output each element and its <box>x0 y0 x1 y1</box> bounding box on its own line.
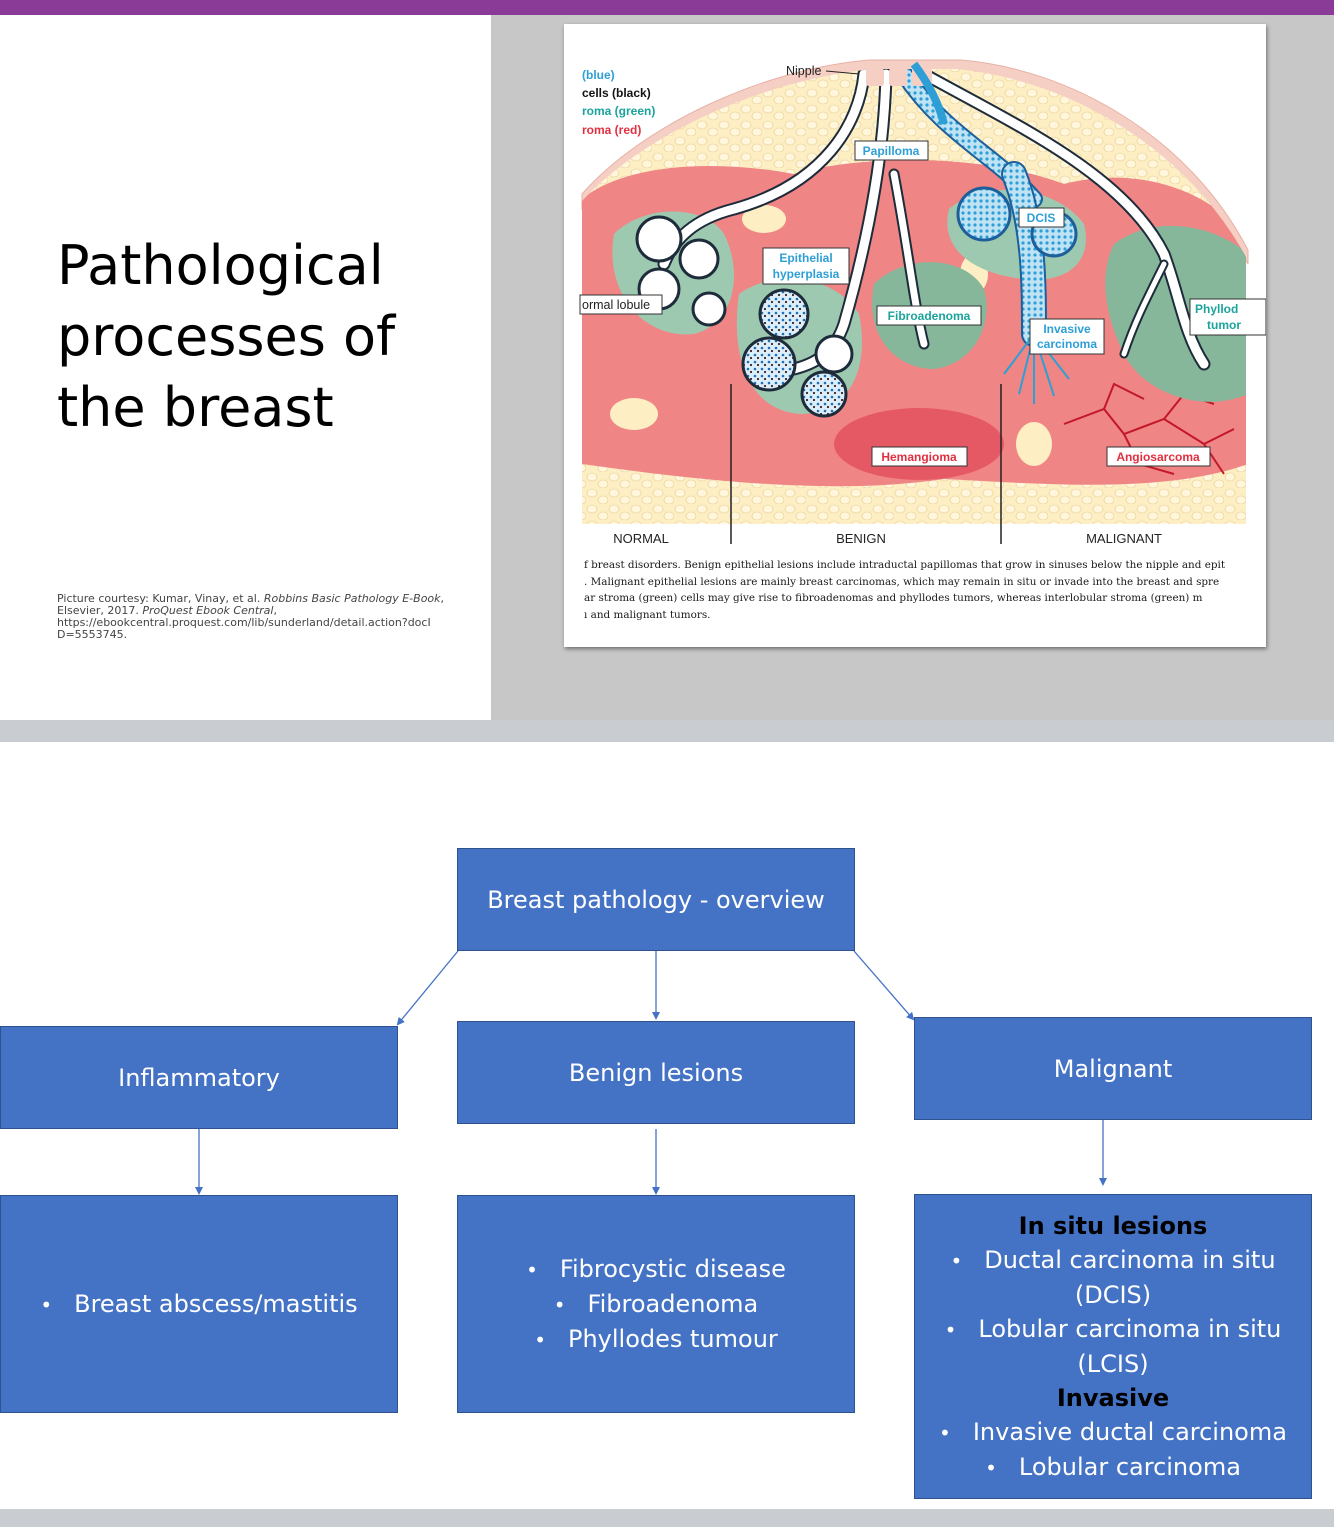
svg-text:Angiosarcoma: Angiosarcoma <box>1116 450 1200 464</box>
label-invasive-carcinoma: Invasive carcinoma <box>1029 318 1105 355</box>
label-dcis: DCIS <box>1018 207 1065 228</box>
label-epithelial-hyperplasia: Epithelial hyperplasia <box>762 247 850 285</box>
svg-text:Invasive: Invasive <box>1043 322 1091 336</box>
benign-items-box: •Fibrocystic disease •Fibroadenoma •Phyl… <box>457 1195 855 1413</box>
breast-pathology-illustration: (blue) cells (black) roma (green) roma (… <box>564 24 1266 647</box>
svg-text:ormal lobule: ormal lobule <box>582 298 650 312</box>
list-item: •Lobular carcinoma <box>985 1452 1241 1481</box>
malignant-list: In situ lesions •Ductal carcinoma in sit… <box>939 1209 1287 1485</box>
svg-text:Epithelial: Epithelial <box>779 251 832 265</box>
svg-text:Hemangioma: Hemangioma <box>881 450 957 464</box>
in-situ-heading: In situ lesions <box>1018 1211 1208 1240</box>
key-epithelium-blue: (blue) <box>582 68 615 82</box>
svg-text:DCIS: DCIS <box>1027 211 1056 225</box>
epithelial-hyperplasia-acini <box>741 288 854 418</box>
category-box-malignant: Malignant <box>914 1017 1312 1120</box>
slide-left-panel <box>0 15 491 720</box>
inflammatory-items-box: •Breast abscess/mastitis <box>0 1195 398 1413</box>
category-label-inflammatory: Inflammatory <box>118 1063 280 1092</box>
section-malignant: MALIGNANT <box>1086 531 1162 546</box>
caption-line: f breast disorders. Benign epithelial le… <box>584 559 1226 571</box>
figure-caption: f breast disorders. Benign epithelial le… <box>584 557 1249 627</box>
label-normal-lobule: ormal lobule <box>579 294 663 315</box>
list-item: •Fibroadenoma <box>553 1289 759 1318</box>
list-item: •Phyllodes tumour <box>534 1324 778 1353</box>
mammary-ducts <box>657 69 1211 376</box>
malignant-items-box: In situ lesions •Ductal carcinoma in sit… <box>914 1194 1312 1499</box>
nipple <box>866 61 948 126</box>
arrow-root-to-malignant <box>853 950 915 1021</box>
citation-url-end: D=5553745. <box>57 628 128 641</box>
citation-line-1: Picture courtesy: Kumar, Vinay, et al. R… <box>57 592 445 605</box>
root-box-overview: Breast pathology - overview <box>457 848 855 951</box>
invasive-heading: Invasive <box>1056 1383 1170 1412</box>
inflammatory-list: •Breast abscess/mastitis <box>40 1287 357 1322</box>
breast-cross-section-diagram: (blue) cells (black) roma (green) roma (… <box>579 59 1266 546</box>
arrow-root-to-inflammatory <box>396 950 459 1026</box>
picture-citation: Picture courtesy: Kumar, Vinay, et al. R… <box>57 593 477 641</box>
list-item: •Invasive ductal carcinoma <box>939 1417 1287 1446</box>
slide-title: Pathological processes of the breast <box>57 234 396 439</box>
citation-line-2: Elsevier, 2017. ProQuest Ebook Central, <box>57 604 277 617</box>
caption-line: ı and malignant tumors. <box>584 608 711 621</box>
category-label-benign: Benign lesions <box>568 1058 744 1087</box>
invasive-list: •Invasive ductal carcinoma •Lobular carc… <box>939 1415 1287 1485</box>
in-situ-list: •Ductal carcinoma in situ(DCIS) •Lobular… <box>939 1243 1287 1381</box>
caption-line: . Malignant epithelial lesions are mainl… <box>584 575 1220 588</box>
svg-text:hyperplasia: hyperplasia <box>773 267 840 281</box>
slide-top-accent-bar <box>0 0 1334 15</box>
list-item: •Lobular carcinoma in situ(LCIS) <box>944 1314 1282 1378</box>
label-angiosarcoma: Angiosarcoma <box>1106 446 1211 467</box>
list-item: •Fibrocystic disease <box>526 1254 786 1283</box>
svg-text:carcinoma: carcinoma <box>1037 337 1097 351</box>
svg-text:Phyllod: Phyllod <box>1195 302 1238 316</box>
category-label-malignant: Malignant <box>1053 1054 1173 1083</box>
label-fibroadenoma: Fibroadenoma <box>876 305 982 326</box>
key-stroma-red: roma (red) <box>582 123 641 137</box>
slide-breast-pathology-overview: Breast pathology - overview Inflammatory… <box>0 742 1334 1509</box>
benign-list: •Fibrocystic disease •Fibroadenoma •Phyl… <box>526 1252 786 1357</box>
list-item: •Ductal carcinoma in situ(DCIS) <box>950 1245 1276 1309</box>
slide-pathological-processes: Pathological processes of the breast Pic… <box>0 0 1334 720</box>
slide-divider <box>0 720 1334 742</box>
flowchart-connectors <box>195 950 1107 1195</box>
category-box-benign: Benign lesions <box>457 1021 855 1124</box>
root-box-label: Breast pathology - overview <box>487 885 825 914</box>
label-papilloma: Papilloma <box>854 140 929 161</box>
section-normal: NORMAL <box>613 531 669 546</box>
list-item: •Breast abscess/mastitis <box>40 1289 358 1318</box>
citation-url: https://ebookcentral.proquest.com/lib/su… <box>57 616 431 629</box>
label-nipple: Nipple <box>786 64 821 78</box>
section-benign: BENIGN <box>836 531 886 546</box>
svg-text:Fibroadenoma: Fibroadenoma <box>888 309 971 323</box>
bottom-divider <box>0 1509 1334 1527</box>
category-box-inflammatory: Inflammatory <box>0 1026 398 1129</box>
caption-line: ar stroma (green) cells may give rise to… <box>584 592 1203 604</box>
svg-text:tumor: tumor <box>1207 318 1241 332</box>
label-phyllodes-tumor: Phyllod tumor <box>1189 298 1266 336</box>
label-hemangioma: Hemangioma <box>871 446 968 467</box>
hemangioma-lesion <box>834 408 1004 480</box>
key-myoepithelial-black: cells (black) <box>582 86 651 100</box>
svg-text:Papilloma: Papilloma <box>863 144 920 158</box>
key-stroma-green: roma (green) <box>582 104 655 118</box>
